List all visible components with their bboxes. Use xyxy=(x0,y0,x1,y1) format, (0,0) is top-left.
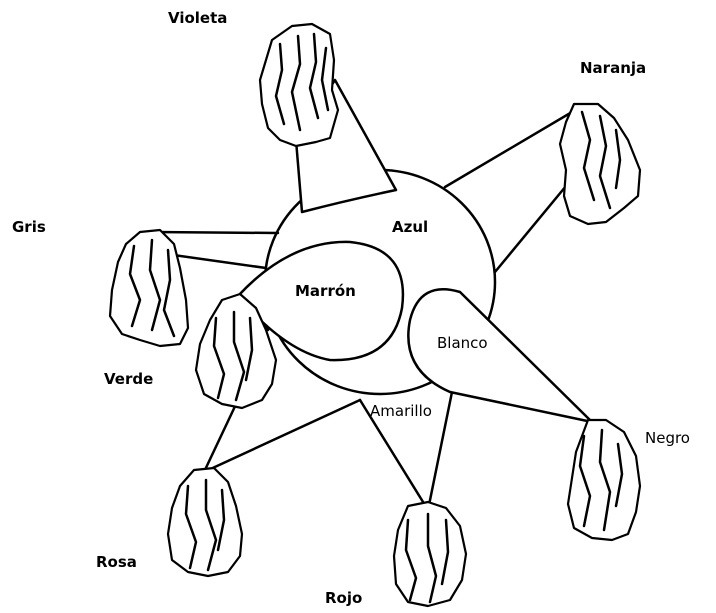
label-violeta: Violeta xyxy=(168,9,227,27)
cone-blanco xyxy=(408,289,592,422)
label-rosa: Rosa xyxy=(96,553,137,571)
tassel-rojo xyxy=(394,502,466,606)
tassel-gris xyxy=(110,230,188,346)
label-negro: Negro xyxy=(645,429,690,447)
tassel-negro xyxy=(568,420,640,540)
label-naranja: Naranja xyxy=(580,59,646,77)
label-amarillo: Amarillo xyxy=(370,402,432,420)
tassel-rosa xyxy=(168,468,242,576)
label-blanco: Blanco xyxy=(437,334,488,352)
spike-rosa xyxy=(204,400,360,472)
label-rojo: Rojo xyxy=(325,589,362,607)
tassel-naranja xyxy=(560,104,640,224)
tassel-violeta xyxy=(260,24,338,146)
label-azul: Azul xyxy=(392,218,428,236)
label-marron: Marrón xyxy=(295,282,356,300)
label-gris: Gris xyxy=(12,218,46,236)
label-verde: Verde xyxy=(104,370,153,388)
